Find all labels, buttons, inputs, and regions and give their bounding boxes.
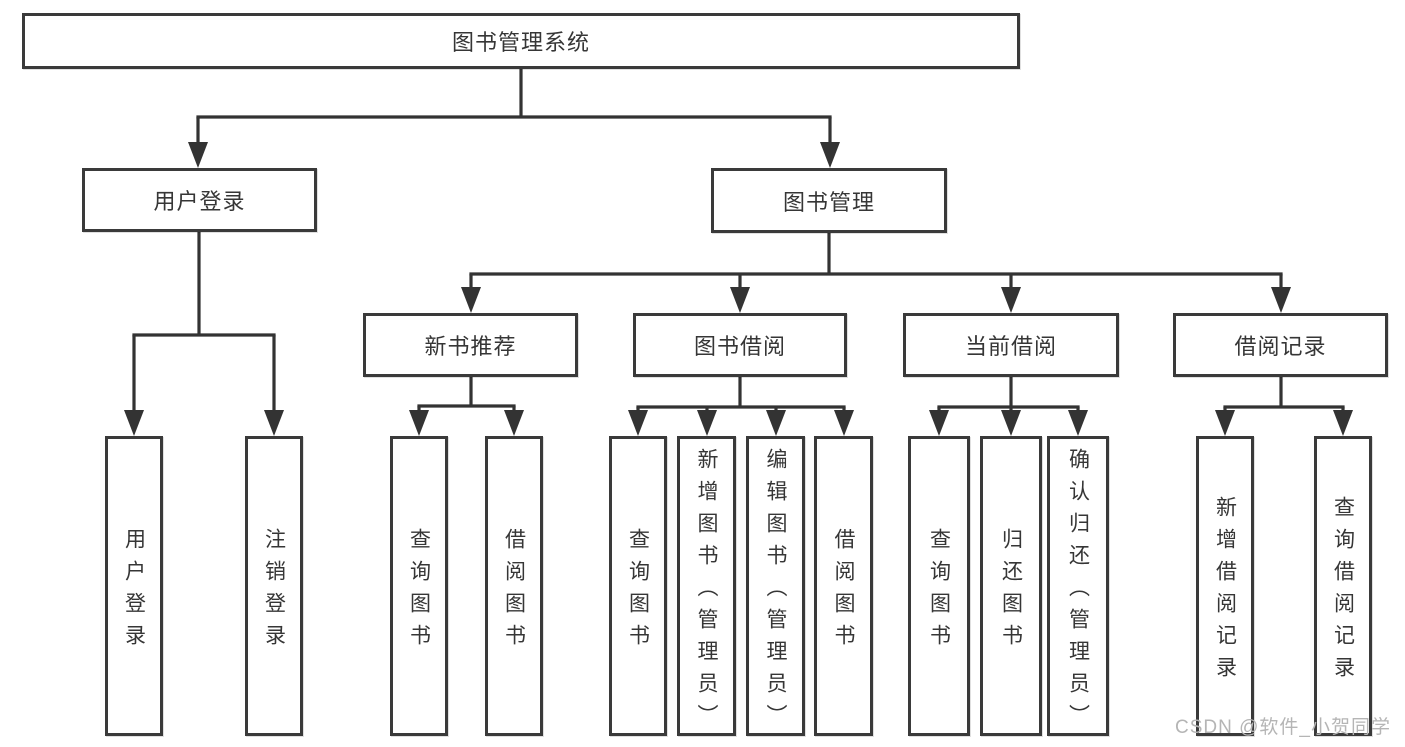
node-label: 查询借阅记录 [1331,495,1355,688]
node-label: 新增图书（管理员） [695,447,718,736]
node-add-books-admin: 新增图书（管理员） [677,436,736,736]
node-label: 借阅记录 [1234,334,1327,359]
node-logout-leaf: 注销登录 [245,436,303,736]
node-label: 图书管理系统 [451,30,590,55]
node-user-login-leaf: 用户登录 [105,436,163,736]
node-book-mgmt: 图书管理 [711,168,947,233]
node-query-borrow-record: 查询借阅记录 [1314,436,1372,736]
node-new-book-rec: 新书推荐 [363,313,578,377]
node-label: 新书推荐 [424,334,517,359]
node-label: 图书借阅 [693,334,786,359]
node-book-borrow: 图书借阅 [633,313,847,377]
watermark: CSDN @软件_小贺同学 [1175,717,1391,738]
node-query-books-1: 查询图书 [390,436,448,736]
node-label: 当前借阅 [964,334,1057,359]
node-label: 用户登录 [153,189,246,214]
node-borrow-records: 借阅记录 [1173,313,1388,377]
node-query-books-3: 查询图书 [908,436,970,736]
node-label: 确认归还（管理员） [1066,447,1090,736]
node-label: 新增借阅记录 [1213,495,1237,688]
node-return-books: 归还图书 [980,436,1042,736]
node-current-borrow: 当前借阅 [903,313,1119,377]
node-user-login: 用户登录 [82,168,317,232]
node-label: 借阅图书 [832,527,855,656]
node-label: 查询图书 [626,527,650,656]
node-borrow-books-1: 借阅图书 [485,436,543,736]
node-edit-books-admin: 编辑图书（管理员） [746,436,805,736]
node-borrow-books-2: 借阅图书 [814,436,873,736]
node-query-books-2: 查询图书 [609,436,667,736]
node-label: 借阅图书 [502,527,526,656]
node-label: 图书管理 [782,189,875,215]
node-label: 查询图书 [927,527,951,656]
node-label: 归还图书 [999,527,1023,656]
node-label: 用户登录 [122,527,146,656]
node-root: 图书管理系统 [22,13,1020,69]
node-add-borrow-record: 新增借阅记录 [1196,436,1254,736]
node-label: 编辑图书（管理员） [764,447,787,736]
node-confirm-return-admin: 确认归还（管理员） [1047,436,1109,736]
node-label: 注销登录 [262,527,286,656]
node-label: 查询图书 [407,527,431,656]
